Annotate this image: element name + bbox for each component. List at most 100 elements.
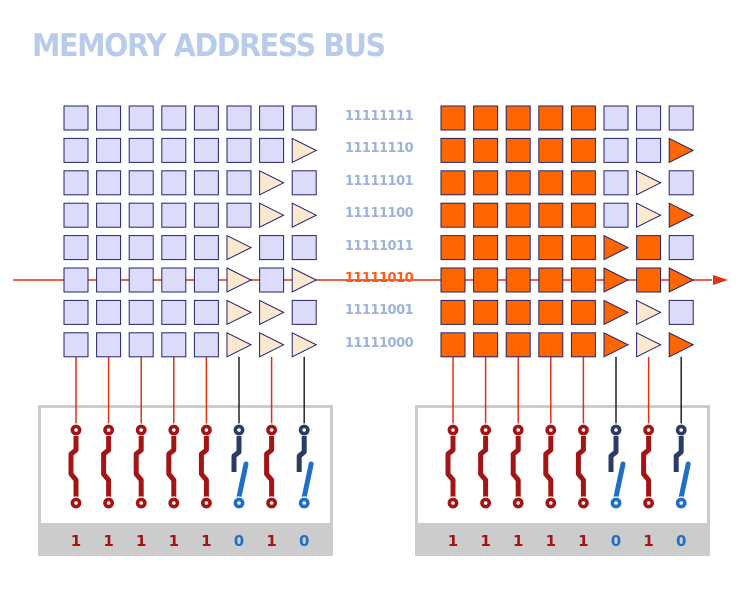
memory-cell [668,235,694,261]
memory-cell [259,137,285,163]
memory-cell [96,170,122,196]
address-label: 11111100 [344,206,414,222]
bit-value-label: 1 [70,532,82,550]
memory-cell [226,137,252,163]
switch-closed-lever [478,436,489,497]
memory-cell [473,137,499,163]
memory-cell [226,105,252,131]
address-label: 11111000 [344,335,414,351]
buffer-triangle [668,202,695,229]
switch-top-dot [549,428,553,432]
switch-bottom-dot [269,501,274,505]
switch-bottom-dot [614,501,618,505]
memory-cell [668,105,694,131]
switch-top-dot [516,428,520,432]
memory-cell [291,235,317,261]
buffer-triangle [226,267,253,293]
switch-bottom-dot [139,501,143,505]
memory-cell [96,299,122,325]
memory-cell [226,170,252,196]
memory-cell [161,202,187,228]
bit-value-label: 1 [168,532,180,550]
memory-cell [193,170,219,196]
switch-top-dot [581,428,586,432]
switch-bottom-dot [483,501,488,505]
buffer-triangle [636,331,662,358]
memory-cell [63,170,89,196]
memory-cell [636,235,662,261]
memory-cell [603,202,629,228]
switch-top-dot [269,428,274,432]
memory-cell [603,137,629,163]
memory-cell [193,202,219,228]
switch-open-contact [296,436,307,472]
memory-cell [291,170,317,196]
buffer-triangle [291,137,318,164]
memory-cell [193,332,219,358]
memory-cell [63,202,89,228]
memory-cell [440,137,466,163]
memory-cell [636,267,662,293]
memory-cell [96,235,122,261]
memory-cell [63,235,89,261]
address-label: 11111110 [344,141,414,157]
bit-panel-active-bus [415,105,710,556]
memory-cell [161,299,187,325]
memory-cell [96,105,122,131]
memory-cell [63,267,89,293]
memory-cell [505,170,531,196]
switch-open-contact [231,436,242,472]
switch-closed-lever [445,436,456,497]
bus-arrow-head [713,275,728,285]
buffer-triangle [603,267,630,293]
memory-cell [668,299,694,325]
memory-cell [636,137,662,163]
memory-cell [161,105,187,131]
memory-cell [570,235,596,261]
switch-open-lever [613,461,626,500]
switch-top-dot [237,428,241,432]
memory-cell [63,105,89,131]
memory-cell [128,299,154,325]
switch-bottom-dot [516,501,520,505]
memory-cell [440,170,466,196]
memory-cell [473,299,499,325]
buffer-triangle [603,234,630,261]
buffer-triangle [259,299,285,326]
memory-cell [128,267,154,293]
switch-top-dot [302,428,307,432]
memory-cell [570,137,596,163]
switch-bottom-dot [74,501,78,505]
memory-cell [505,235,531,261]
memory-cell [161,170,187,196]
switch-open-lever [236,461,249,500]
memory-cell [291,105,317,131]
memory-cell [96,137,122,163]
memory-cell [259,105,285,131]
bit-value-label: 1 [201,532,212,550]
memory-cell [538,170,564,196]
memory-cell [570,267,596,293]
address-label: 11111001 [344,303,414,319]
switch-panel-frame [415,405,710,526]
memory-cell [538,235,564,261]
memory-cell [440,332,466,358]
switch-bottom-dot [172,501,176,505]
buffer-triangle [259,331,285,358]
switch-bottom-dot [581,501,586,505]
bit-value-label: 0 [233,532,245,550]
memory-cell [128,202,154,228]
buffer-triangle [636,169,662,196]
memory-cell [161,332,187,358]
memory-cell [473,170,499,196]
switch-closed-lever [575,436,586,497]
switch-top-dot [204,428,209,432]
memory-cell [538,332,564,358]
memory-cell [63,299,89,325]
switch-closed-lever [641,436,652,497]
memory-cell [538,299,564,325]
memory-cell [128,137,154,163]
switch-bottom-dot [679,501,683,505]
memory-cell [440,202,466,228]
